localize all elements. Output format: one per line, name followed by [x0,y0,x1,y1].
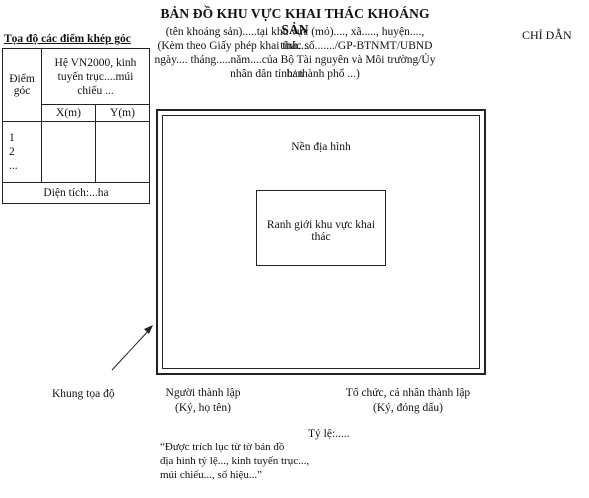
mining-boundary-label: Ranh giới khu vực khai thác [266,219,376,243]
organization-title: Tổ chức, cá nhân thành lập [345,387,471,399]
legend-title: CHỈ DẪN [522,28,572,42]
coord-system-line: chiếu ... [77,84,114,97]
source-note: “Được trích lục từ tờ bản đồ địa hình tỷ… [160,440,309,482]
creator-title: Người thành lập [165,387,241,399]
mining-boundary-box [256,190,386,266]
title-line-location: (tên khoáng sản).....tại khu vực (mỏ)...… [165,26,425,52]
creator-signature: Người thành lập (Ký, họ tên) [148,386,258,416]
title-line-license: (Kèm theo Giấy phép khai thác số......./… [157,40,433,52]
x-values [41,121,96,183]
coordinate-frame-label: Khung tọa độ [52,388,115,400]
source-note-line: “Được trích lục từ tờ bản đồ [160,441,285,453]
point-header-line: Điểm [9,73,35,85]
source-note-line: địa hình tỷ lệ..., kinh tuyến trục..., [160,455,310,467]
title-line-authority: nhân dân tỉnh/ thành phố ...) [230,68,360,80]
title-line-date: ngày.... tháng.....năm....của Bộ Tài ngu… [154,54,436,80]
coord-table-heading: Tọa độ các điểm khép góc [4,33,131,45]
coord-table: Điểm góc Hệ VN2000, kinh tuyến trục....m… [2,48,151,204]
y-values [94,121,151,183]
coord-system-line: Hệ VN2000, kinh [54,56,137,69]
organization-signature: Tổ chức, cá nhân thành lập (Ký, đóng dấu… [338,386,478,416]
organization-sub: (Ký, đóng dấu) [373,402,443,414]
scale-label: Tỷ lệ:..... [308,428,350,440]
map-frame-outer [156,109,486,375]
point-list: 1 2 ... [2,121,42,183]
creator-sub: (Ký, họ tên) [175,402,231,414]
area-row: Diện tích:...ha [2,182,150,204]
map-title: BẢN ĐỒ KHU VỰC KHAI THÁC KHOÁNG SẢN [160,6,430,37]
map-frame-inner [162,115,480,369]
point-item: 1 [9,132,15,144]
col-x-header: X(m) [41,104,96,122]
source-note-line: múi chiếu..., số hiệu...” [160,469,263,481]
terrain-label: Nền địa hình [291,141,351,153]
point-item: 2 [9,146,15,158]
coord-system-header: Hệ VN2000, kinh tuyến trục....múi chiếu … [41,48,150,105]
point-item: ... [9,160,18,172]
coord-system-line: tuyến trục....múi [57,70,134,83]
point-header-line: góc [13,85,31,97]
